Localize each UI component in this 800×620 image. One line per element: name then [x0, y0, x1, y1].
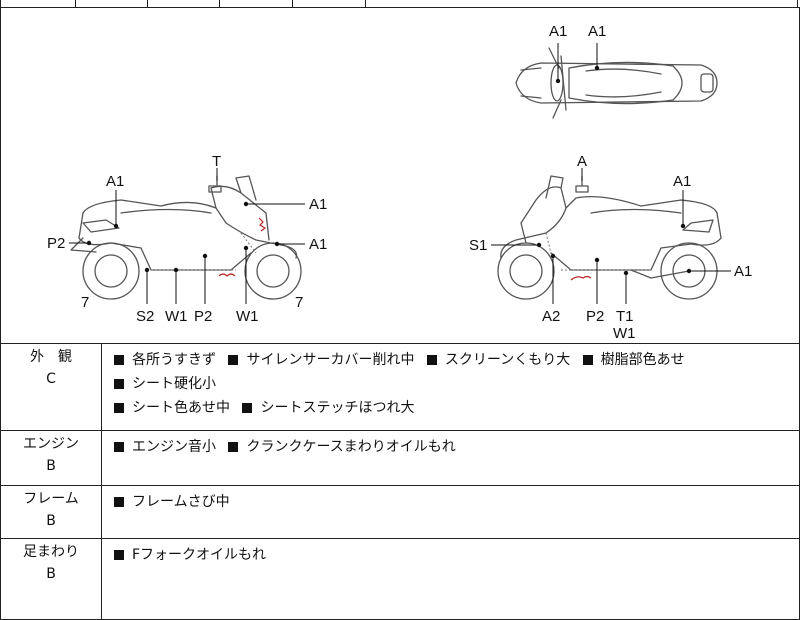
condition-row-engine: エンジン B エンジン音小 クランクケースまわりオイルもれ: [0, 430, 800, 486]
right-view-label-bottom: T1: [616, 308, 634, 325]
bullet-square-icon: [114, 379, 124, 389]
left-view-label-front-lower: A1: [309, 236, 327, 253]
right-view-label-rear-top: A1: [673, 173, 691, 190]
scooter-right-side-view: A A1 S1 A1 A2 P2 T1 W1: [469, 153, 752, 342]
category-grade: C: [46, 371, 56, 387]
category-name: エンジン: [23, 436, 79, 452]
condition-item: フレームさび中: [114, 494, 230, 510]
left-view-label-bottom: P2: [194, 308, 212, 325]
condition-item: スクリーンくもり大: [426, 352, 570, 368]
header-cell-divider: [365, 0, 366, 8]
left-view-label-rear-top: A1: [106, 173, 124, 190]
condition-items: 各所うすきず サイレンサーカバー削れ中 スクリーンくもり大 樹脂部色あせ シート…: [101, 343, 800, 431]
left-view-label-bottom: S2: [136, 308, 154, 325]
right-view-label-bottom: A2: [542, 308, 560, 325]
scooter-left-side-view: T A1 A1 P2 A1 7 7 S2 W1 P2 W1: [47, 153, 327, 325]
condition-category: エンジン B: [0, 430, 102, 486]
category-grade: B: [46, 458, 56, 474]
bullet-square-icon: [582, 355, 593, 365]
condition-items: フレームさび中: [101, 485, 800, 539]
bullet-square-icon: [114, 550, 124, 560]
condition-item: エンジン音小: [114, 439, 216, 455]
left-view-label-front-wheel: 7: [295, 294, 303, 311]
right-view-label-front-side: S1: [469, 237, 487, 254]
left-view-label-rear-side: P2: [47, 235, 65, 252]
bullet-square-icon: [228, 355, 239, 365]
category-grade: B: [46, 566, 56, 582]
bullet-square-icon: [114, 355, 124, 365]
condition-item: 各所うすきず: [114, 352, 216, 368]
bullet-square-icon: [114, 497, 124, 507]
scooter-diagram: A1 A1 T A1 A1 P2 A1 7 7: [47, 23, 752, 342]
right-view-label-top: A: [577, 153, 587, 170]
condition-category: 外 観 C: [0, 343, 102, 431]
right-view-label-rear-axle: A1: [734, 263, 752, 280]
top-view-label: A1: [588, 23, 606, 40]
top-view-label: A1: [549, 23, 567, 40]
bullet-square-icon: [426, 355, 437, 365]
bullet-square-icon: [114, 442, 124, 452]
condition-item: 樹脂部色あせ: [582, 352, 685, 368]
condition-item: Fフォークオイルもれ: [114, 547, 266, 563]
damage-diagram-panel: A1 A1 T A1 A1 P2 A1 7 7: [0, 7, 800, 344]
condition-row-frame: フレーム B フレームさび中: [0, 485, 800, 539]
condition-item: サイレンサーカバー削れ中: [228, 352, 414, 368]
left-view-label-rear-wheel: 7: [81, 294, 89, 311]
condition-item: シート硬化小: [114, 376, 216, 392]
condition-item: シートステッチほつれ大: [242, 400, 414, 416]
category-name: フレーム: [23, 491, 79, 507]
scooter-top-view: A1 A1: [515, 23, 718, 119]
bullet-square-icon: [242, 403, 253, 413]
condition-row-exterior: 外 観 C 各所うすきず サイレンサーカバー削れ中 スクリーンくもり大 樹脂部色…: [0, 343, 800, 431]
left-view-label-bottom: W1: [165, 308, 188, 325]
condition-category: フレーム B: [0, 485, 102, 539]
condition-items: Fフォークオイルもれ: [101, 538, 800, 620]
condition-category: 足まわり B: [0, 538, 102, 620]
condition-item: シート色あせ中: [114, 400, 230, 416]
condition-item: クランクケースまわりオイルもれ: [228, 439, 456, 455]
category-grade: B: [46, 513, 56, 529]
header-cell-divider: [219, 0, 220, 8]
category-name: 足まわり: [23, 544, 79, 560]
category-name: 外 観: [30, 349, 72, 365]
left-view-label-front-upper: A1: [309, 196, 327, 213]
header-cell-divider: [147, 0, 148, 8]
condition-items: エンジン音小 クランクケースまわりオイルもれ: [101, 430, 800, 486]
right-view-label-bottom: P2: [586, 308, 604, 325]
condition-table: 外 観 C 各所うすきず サイレンサーカバー削れ中 スクリーンくもり大 樹脂部色…: [0, 343, 800, 620]
left-view-label-bottom: W1: [236, 308, 259, 325]
condition-row-suspension: 足まわり B Fフォークオイルもれ: [0, 538, 800, 620]
bullet-square-icon: [114, 403, 124, 413]
header-cell-divider: [75, 0, 76, 8]
right-view-label-bottom2: W1: [613, 325, 636, 342]
bullet-square-icon: [228, 442, 239, 452]
left-view-label-top: T: [212, 153, 221, 170]
header-cell-divider: [292, 0, 293, 8]
